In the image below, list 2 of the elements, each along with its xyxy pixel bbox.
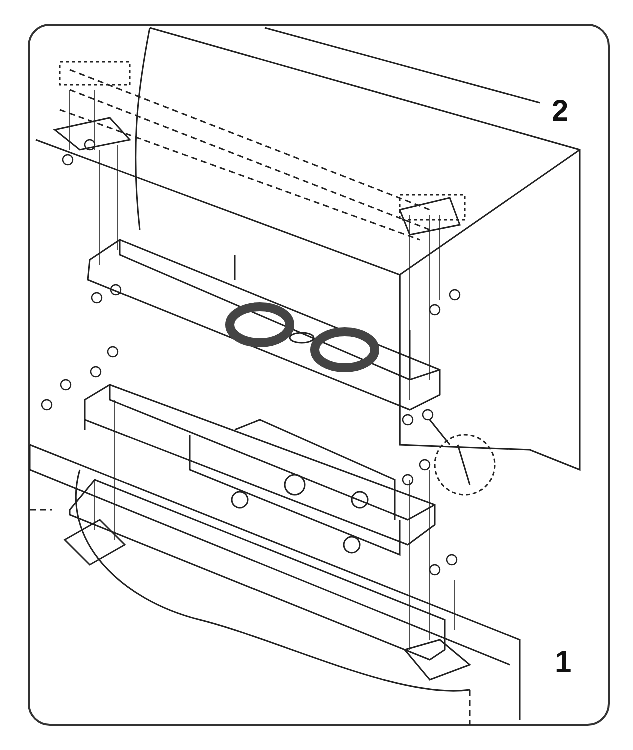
callout-number: 1 [555,648,572,678]
callout-number: 2 [552,97,569,127]
